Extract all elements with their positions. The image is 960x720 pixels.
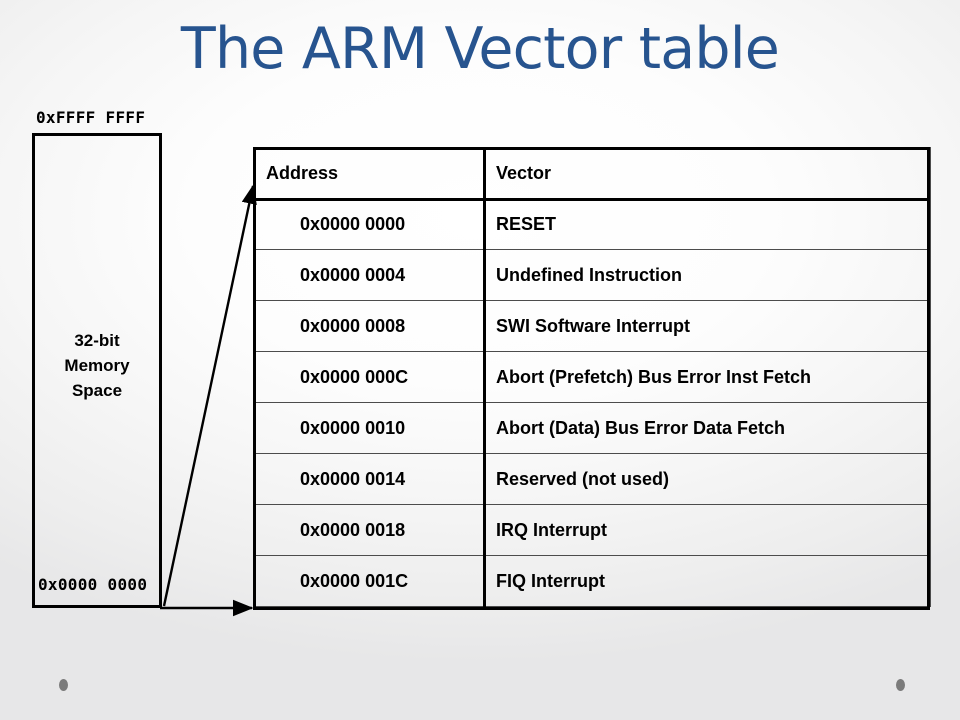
memory-space-label-line-2: Memory <box>64 356 130 375</box>
cell-address: 0x0000 000C <box>253 351 484 403</box>
vector-table: Address Vector 0x0000 0000 RESET 0x0000 … <box>253 147 931 607</box>
decorative-dot-right <box>896 679 905 691</box>
table-row: 0x0000 000C Abort (Prefetch) Bus Error I… <box>253 351 931 403</box>
table-row: 0x0000 0010 Abort (Data) Bus Error Data … <box>253 402 931 454</box>
cell-vector: Undefined Instruction <box>483 249 931 301</box>
memory-space-box <box>32 133 162 608</box>
decorative-dot-left <box>59 679 68 691</box>
memory-space-label: 32-bit Memory Space <box>32 328 162 403</box>
cell-vector: FIQ Interrupt <box>483 555 931 607</box>
cell-vector: Reserved (not used) <box>483 453 931 505</box>
cell-address: 0x0000 001C <box>253 555 484 607</box>
cell-vector: RESET <box>483 198 931 250</box>
memory-space-label-line-1: 32-bit <box>74 331 120 350</box>
cell-vector: SWI Software Interrupt <box>483 300 931 352</box>
cell-vector: Abort (Data) Bus Error Data Fetch <box>483 402 931 454</box>
table-row: 0x0000 001C FIQ Interrupt <box>253 555 931 607</box>
cell-vector: IRQ Interrupt <box>483 504 931 556</box>
cell-address: 0x0000 0014 <box>253 453 484 505</box>
column-header-address: Address <box>253 147 484 199</box>
table-row: 0x0000 0014 Reserved (not used) <box>253 453 931 505</box>
cell-address: 0x0000 0000 <box>253 198 484 250</box>
page-title: The ARM Vector table <box>180 16 780 82</box>
table-header-row: Address Vector <box>253 147 931 199</box>
table-row: 0x0000 0008 SWI Software Interrupt <box>253 300 931 352</box>
cell-address: 0x0000 0004 <box>253 249 484 301</box>
cell-address: 0x0000 0008 <box>253 300 484 352</box>
cell-address: 0x0000 0010 <box>253 402 484 454</box>
memory-space-label-line-3: Space <box>71 381 123 400</box>
table-row: 0x0000 0000 RESET <box>253 198 931 250</box>
column-header-vector: Vector <box>483 147 931 199</box>
table-row: 0x0000 0004 Undefined Instruction <box>253 249 931 301</box>
cell-address: 0x0000 0018 <box>253 504 484 556</box>
cell-vector: Abort (Prefetch) Bus Error Inst Fetch <box>483 351 931 403</box>
memory-bottom-address-label: 0x0000 0000 <box>38 575 148 594</box>
memory-top-address-label: 0xFFFF FFFF <box>36 108 146 127</box>
arrow-to-vector-table-top <box>162 184 257 607</box>
table-row: 0x0000 0018 IRQ Interrupt <box>253 504 931 556</box>
